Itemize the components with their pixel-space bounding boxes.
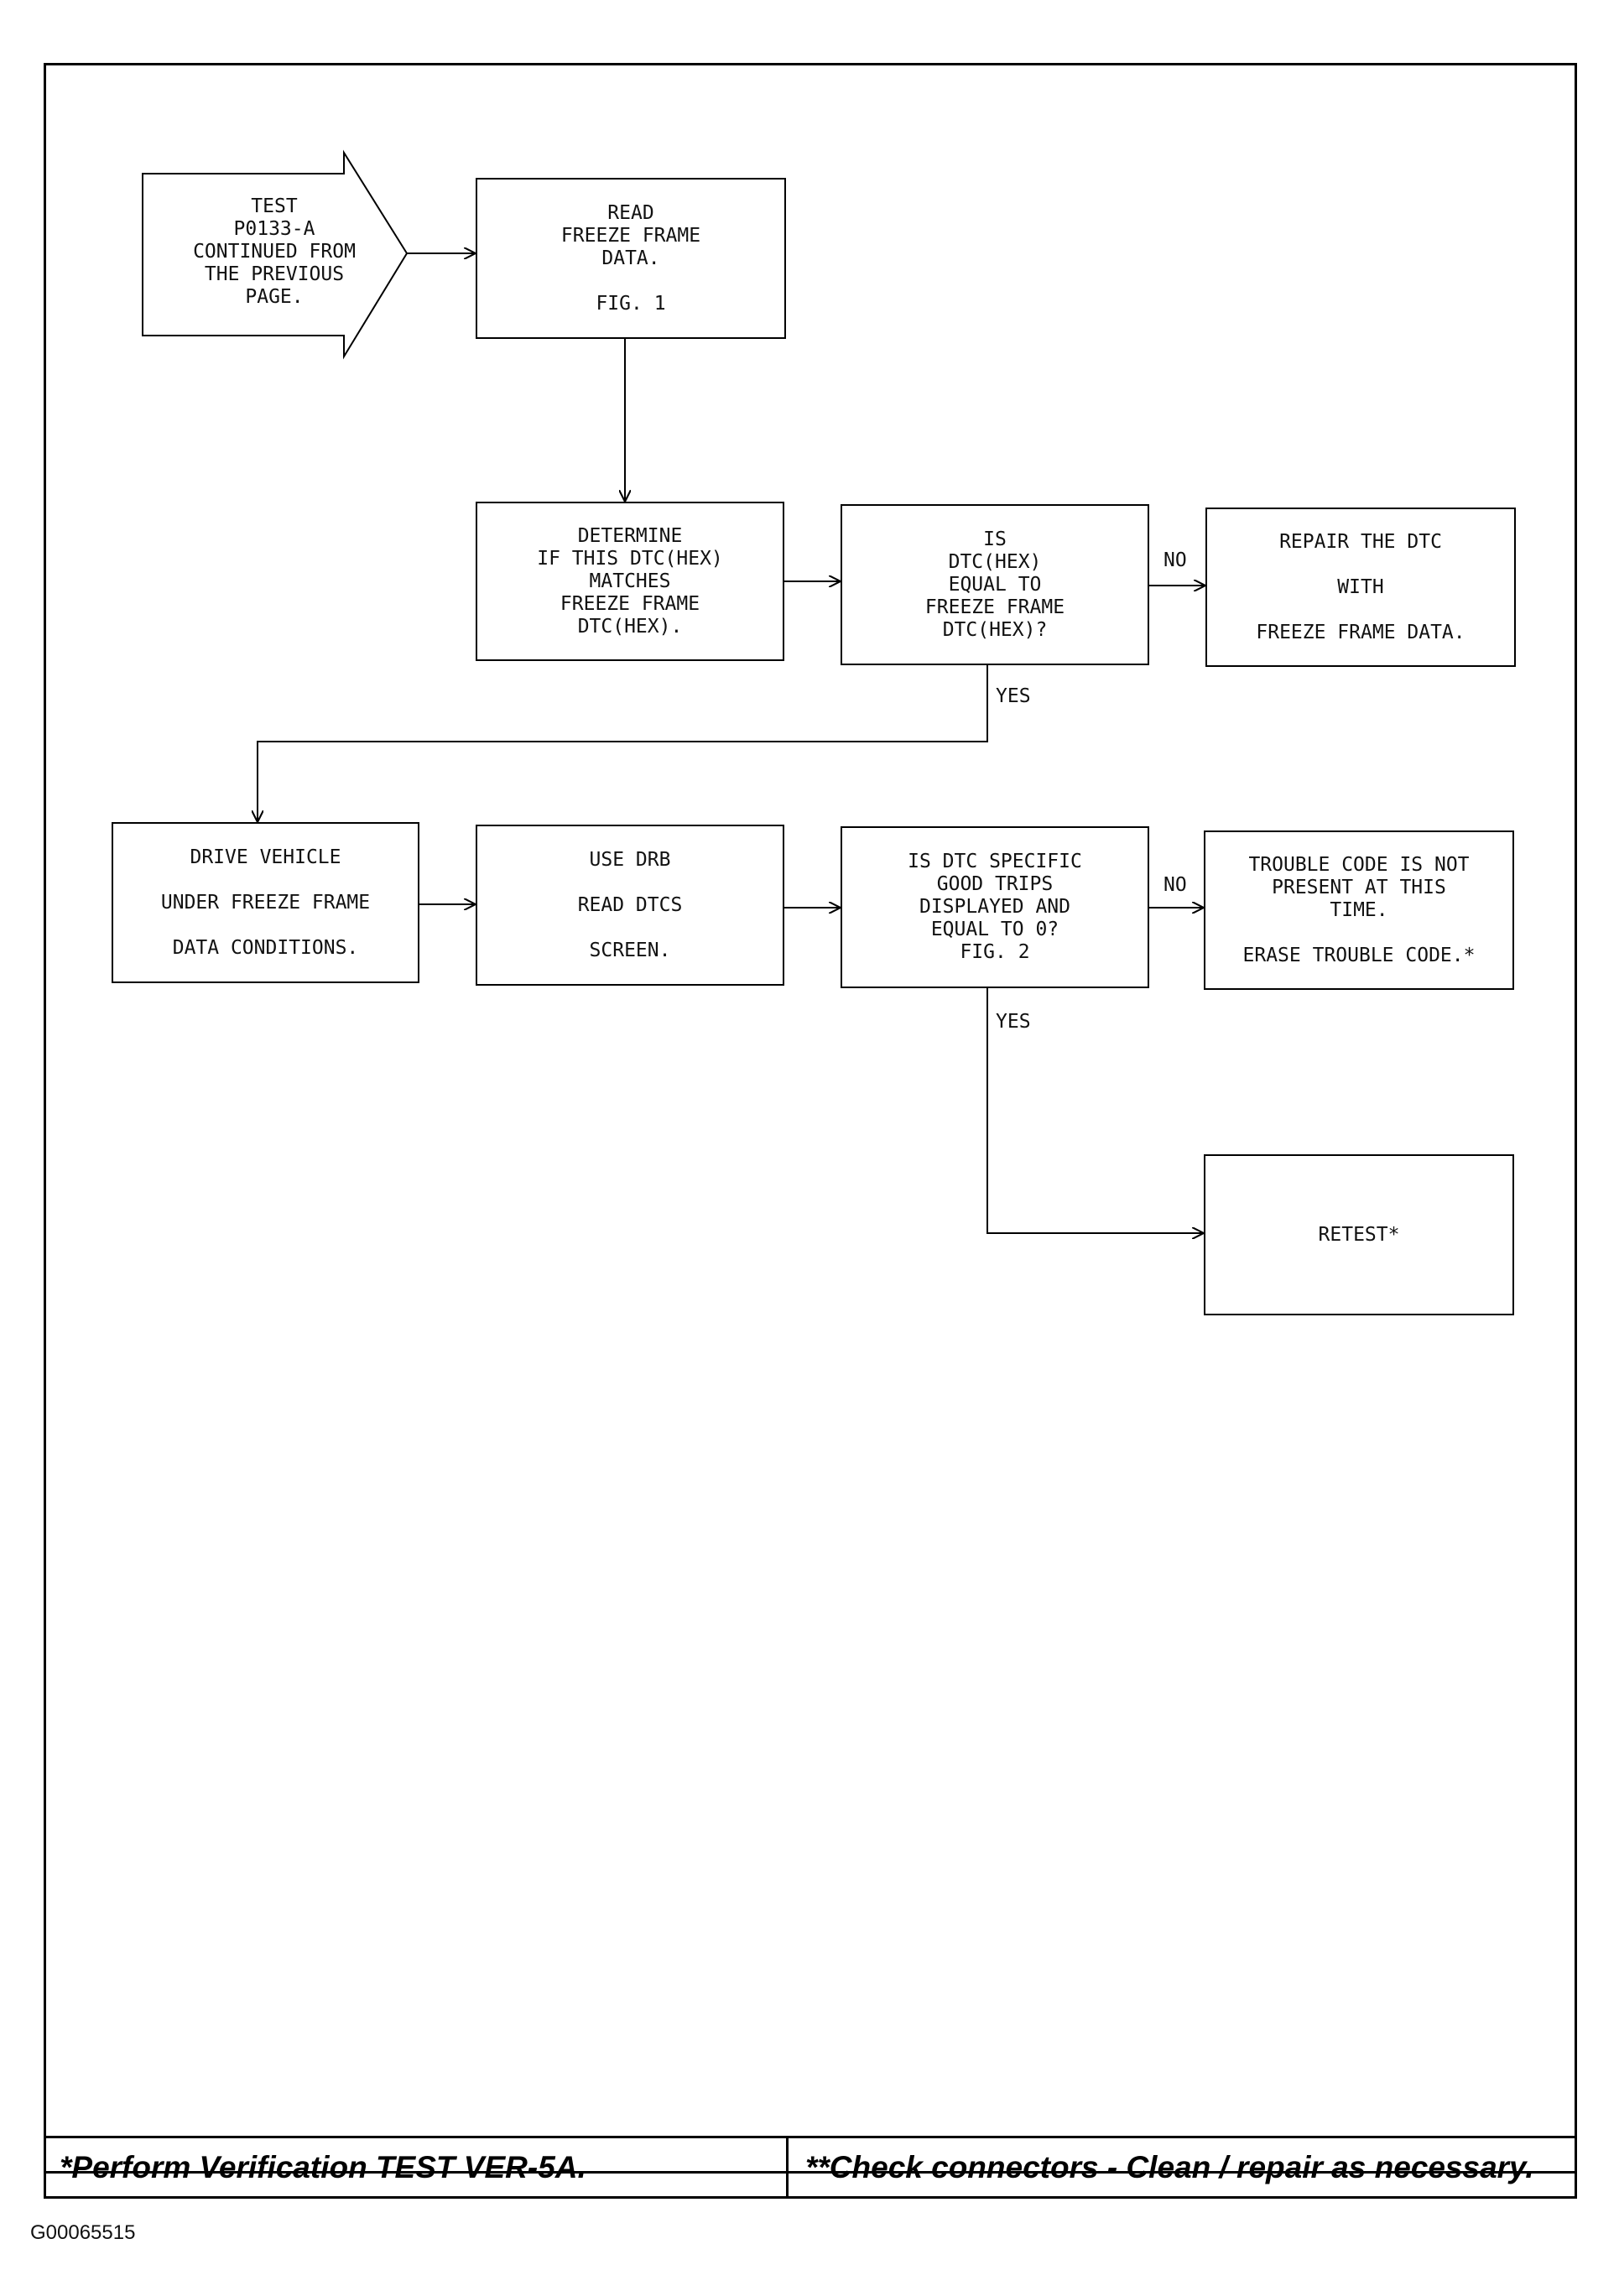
node-line: FREEZE FRAME: [924, 596, 1065, 618]
edge-label-yes: YES: [996, 685, 1031, 707]
node-line: GOOD TRIPS: [936, 873, 1054, 895]
node-line: UNDER FREEZE FRAME: [160, 891, 371, 914]
node-line: TIME.: [1330, 898, 1388, 921]
node-line: IF THIS DTC(HEX): [537, 547, 723, 570]
footer-left-text: *Perform Verification TEST VER-5A.: [60, 2149, 586, 2184]
node-line: READ DTCS: [577, 893, 683, 916]
node-line: DTC(HEX)?: [942, 618, 1048, 641]
node-line: ERASE TROUBLE CODE.*: [1242, 944, 1476, 966]
start-block-arrow: [142, 149, 409, 360]
node-line: USE DRB: [589, 848, 671, 871]
page-frame: [44, 63, 1577, 2174]
node-is-dtc-equal: IS DTC(HEX) EQUAL TO FREEZE FRAME DTC(HE…: [841, 504, 1149, 665]
node-line: EQUAL TO: [948, 573, 1042, 596]
start-line: THE PREVIOUS: [204, 263, 345, 285]
node-read-freeze-frame: READ FREEZE FRAME DATA. FIG. 1: [476, 178, 786, 339]
node-line: FREEZE FRAME: [560, 224, 701, 247]
node-line: PRESENT AT THIS: [1272, 876, 1446, 898]
start-label: TEST P0133-A CONTINUED FROM THE PREVIOUS…: [141, 195, 408, 309]
node-line: IS DTC SPECIFIC: [908, 851, 1082, 872]
node-line: DATA.: [601, 247, 660, 269]
figure-id: G00065515: [30, 2221, 136, 2244]
footer-connector-note: **Check connectors - Clean / repair as n…: [786, 2136, 1577, 2199]
node-line: FIG. 1: [596, 292, 666, 315]
start-line: P0133-A: [233, 218, 315, 240]
footer-right-text: **Check connectors - Clean / repair as n…: [805, 2149, 1534, 2184]
node-line: TROUBLE CODE IS NOT: [1248, 853, 1470, 876]
node-line: EQUAL TO 0?: [930, 919, 1059, 940]
start-line: PAGE.: [245, 286, 304, 308]
edge-goodtrips-yes-to-retest: [986, 988, 1204, 1233]
node-drive-vehicle: DRIVE VEHICLE UNDER FREEZE FRAME DATA CO…: [112, 822, 419, 983]
node-line: RETEST*: [1318, 1223, 1400, 1246]
node-line: DRIVE VEHICLE: [190, 846, 341, 868]
node-line: DTC(HEX): [948, 550, 1042, 573]
start-line: TEST: [251, 195, 298, 217]
edge-is-yes-to-drive: [258, 665, 988, 822]
start-line: CONTINUED FROM: [193, 241, 356, 263]
node-line: DTC(HEX).: [577, 615, 683, 638]
node-line: MATCHES: [589, 570, 671, 592]
node-line: REPAIR THE DTC: [1279, 530, 1442, 553]
node-good-trips: IS DTC SPECIFIC GOOD TRIPS DISPLAYED AND…: [841, 826, 1149, 988]
node-line: WITH: [1337, 575, 1384, 598]
node-line: FREEZE FRAME DATA.: [1256, 621, 1465, 643]
node-line: DATA CONDITIONS.: [172, 936, 359, 959]
footer-verification-note: *Perform Verification TEST VER-5A.: [44, 2136, 789, 2199]
node-line: IS: [983, 528, 1007, 550]
node-use-drb: USE DRB READ DTCS SCREEN.: [476, 825, 784, 986]
edge-label-no: NO: [1163, 874, 1187, 896]
node-repair-dtc: REPAIR THE DTC WITH FREEZE FRAME DATA.: [1205, 508, 1516, 667]
node-line: SCREEN.: [589, 939, 671, 961]
edge-label-no: NO: [1163, 549, 1187, 571]
node-determine-dtc-match: DETERMINE IF THIS DTC(HEX) MATCHES FREEZ…: [476, 502, 784, 661]
node-trouble-code-not-present: TROUBLE CODE IS NOT PRESENT AT THIS TIME…: [1204, 830, 1514, 990]
node-line: DISPLAYED AND: [919, 896, 1070, 918]
node-retest: RETEST*: [1204, 1154, 1514, 1315]
node-line: FIG. 2: [960, 941, 1030, 963]
node-line: READ: [607, 201, 654, 224]
node-line: DETERMINE: [577, 524, 683, 547]
node-line: FREEZE FRAME: [560, 592, 700, 615]
edge-label-yes: YES: [996, 1011, 1031, 1033]
